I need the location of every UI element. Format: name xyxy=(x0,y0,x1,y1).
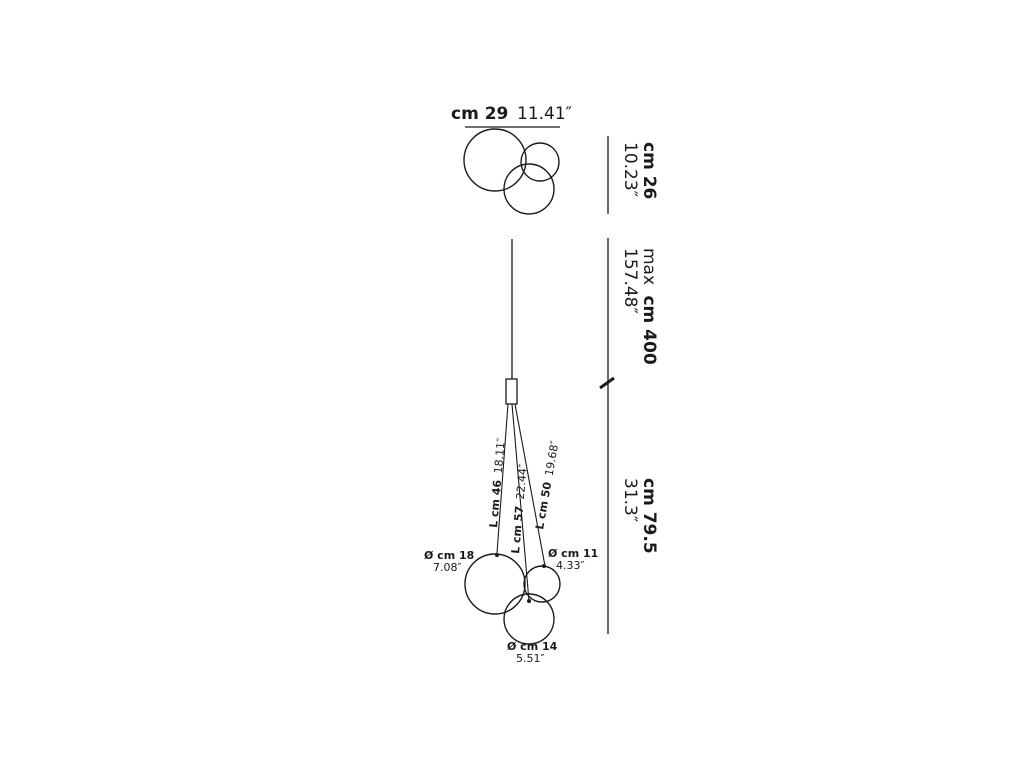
svg-text:L cm 46 18.11″: L cm 46 18.11″ xyxy=(487,437,508,528)
cable-3-label: L cm 50 19.68″ xyxy=(533,440,561,531)
cable-length-cm: cm 400 xyxy=(639,295,659,364)
top-height-in: 10.23″ xyxy=(620,142,640,197)
sphere-medium-cm: Ø cm 14 xyxy=(507,640,558,653)
cable-3-cm: L cm 50 xyxy=(533,481,554,531)
top-sphere-small xyxy=(520,142,560,182)
sphere-large xyxy=(464,553,526,615)
sphere-small xyxy=(523,565,561,603)
svg-text:L cm 50 19.68″: L cm 50 19.68″ xyxy=(533,440,561,531)
drop-height-cm: cm 79.5 xyxy=(639,478,659,554)
cable-3-line xyxy=(514,403,546,567)
sphere-large-in: 7.08″ xyxy=(433,561,462,574)
cable-1-label: L cm 46 18.11″ xyxy=(487,437,508,528)
drop-height-in: 31.3″ xyxy=(620,478,640,522)
svg-text:max cm 400: max cm 400 xyxy=(639,248,659,365)
top-width-cm: cm 29 xyxy=(451,104,508,124)
sphere-medium xyxy=(503,593,555,645)
cable-1-line xyxy=(496,403,509,554)
cable-max-label: max xyxy=(639,248,659,285)
sphere-large-cm: Ø cm 18 xyxy=(424,549,474,562)
cable-1-cm: L cm 46 xyxy=(487,479,504,528)
cable-length-label: max cm 400 157.48″ xyxy=(620,248,659,365)
top-height-cm: cm 26 xyxy=(639,142,659,199)
dimension-break-mark xyxy=(599,376,615,390)
cable-2-in: 22.44″ xyxy=(514,463,530,500)
sphere-medium-attachment xyxy=(527,599,531,603)
top-height-label: cm 26 10.23″ xyxy=(620,142,659,199)
cable-3-in: 19.68″ xyxy=(543,440,562,477)
sphere-large-attachment xyxy=(495,553,499,557)
top-view: cm 29 11.41″ cm 26 10.23″ xyxy=(451,104,659,215)
sphere-small-attachment xyxy=(542,564,546,568)
drop-height-label: cm 79.5 31.3″ xyxy=(620,478,659,554)
cable-1-in: 18.11″ xyxy=(492,437,508,474)
sphere-medium-in: 5.51″ xyxy=(516,652,545,665)
sphere-small-cm: Ø cm 11 xyxy=(548,547,598,560)
cable-2-cm: L cm 57 xyxy=(509,505,526,554)
top-width-in: 11.41″ xyxy=(517,104,572,124)
svg-text:L cm 57 22.44″: L cm 57 22.44″ xyxy=(509,463,530,554)
cable-connector xyxy=(505,378,518,405)
top-sphere-large xyxy=(463,128,527,192)
sphere-small-in: 4.33″ xyxy=(556,559,585,572)
cable-length-in: 157.48″ xyxy=(620,248,640,314)
cable-2-label: L cm 57 22.44″ xyxy=(509,463,530,554)
side-view: L cm 46 18.11″ L cm 57 22.44″ L cm 50 19… xyxy=(424,238,659,665)
cable-2-line xyxy=(511,403,530,602)
top-sphere-medium xyxy=(503,163,555,215)
